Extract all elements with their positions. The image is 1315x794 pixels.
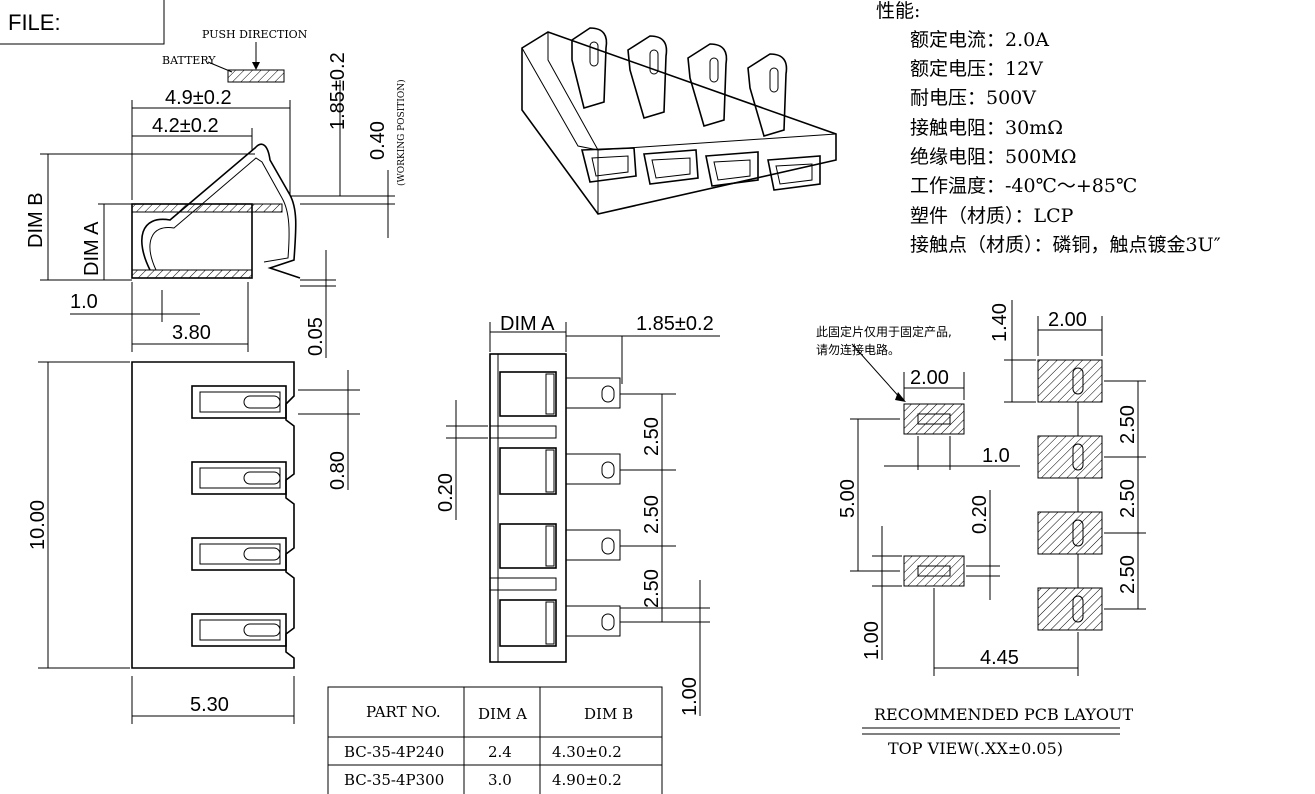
table-header: DIM B [584,705,633,723]
dim-4-9: 4.9±0.2 [165,87,232,109]
dim-0-40: 0.40 [367,121,389,160]
specifications: 性能: 额定电流：2.0A 额定电压：12V 耐电压：500V 接触电阻：30m… [876,0,1221,256]
front-cavities [489,371,557,647]
front-pitch: 2.50 [641,569,663,608]
dim-3-80: 3.80 [172,322,211,344]
front-dim-1-00: 1.00 [679,677,701,716]
table-cell: 3.0 [488,771,512,789]
side-view: BATTERY PUSH DIRECTION 4.9±0.2 4.2±0.2 1… [25,28,407,358]
spec-heading: 性能: [876,0,920,22]
pcb-dim-5-00: 5.00 [837,479,859,518]
spec-line: 接触电阻：30mΩ [910,117,1063,139]
dim-4-2: 4.2±0.2 [152,115,219,137]
dim-1-0-side: 1.0 [70,291,98,313]
spec-line: 塑件（材质）：LCP [910,205,1074,227]
dim-0-80: 0.80 [327,451,349,490]
table-header: PART NO. [366,703,441,721]
fixing-pad-top [903,403,965,435]
front-view: DIM A 1.85±0.2 0.20 2.50 2.50 2.50 1.00 [435,313,720,716]
pcb-dim-2-00-right: 2.00 [1048,309,1087,331]
file-box: FILE: [0,0,165,45]
pcb-layout: 此固定片仅用于固定产品, 请勿连接电路。 2.00 2.00 1.40 [816,300,1146,758]
battery-label: BATTERY [162,54,216,67]
iso-windows [580,147,821,191]
spec-line: 耐电压：500V [910,87,1036,109]
spec-line: 接触点（材质）：磷铜，触点镀金3U″ [910,234,1221,256]
dim-0-05: 0.05 [305,317,327,356]
dim-1-85-side: 1.85±0.2 [327,52,349,130]
pcb-dim-2-00-left: 2.00 [910,367,949,389]
table-cell: BC-35-4P300 [344,771,444,789]
dim-b-label: DIM B [25,192,47,248]
pcb-note-line2: 请勿连接电路。 [816,342,900,357]
pcb-dim-1-40: 1.40 [989,303,1011,342]
table-header: DIM A [478,705,527,723]
contact-spring [141,143,301,279]
fixing-pad-bottom [903,555,965,587]
file-label: FILE: [8,10,61,35]
pcb-pitch: 2.50 [1117,555,1139,594]
pcb-dim-1-0: 1.0 [982,445,1010,467]
spec-line: 额定电流：2.0A [910,29,1049,51]
part-table: PART NO. DIM A DIM B BC-35-4P240 2.4 4.3… [327,686,663,794]
iso-contacts [571,27,788,137]
pcb-note-line1: 此固定片仅用于固定产品, [816,324,952,339]
pcb-dim-4-45: 4.45 [980,647,1019,669]
pcb-caption: RECOMMENDED PCB LAYOUT [874,705,1134,724]
contact-pad [1037,587,1103,631]
pcb-pitch: 2.50 [1117,479,1139,518]
isometric-view [521,27,837,215]
table-cell: BC-35-4P240 [344,743,444,761]
front-dim-0-20: 0.20 [435,473,457,512]
contact-pad [1037,511,1103,555]
table-cell: 2.4 [488,743,512,761]
dim-10-00: 10.00 [27,500,49,550]
dim-5-30: 5.30 [190,694,229,716]
push-direction-label: PUSH DIRECTION [202,28,308,41]
battery-block [227,69,285,83]
pcb-pitch: 2.50 [1117,405,1139,444]
front-pins [565,377,621,637]
dim-a-label: DIM A [81,221,103,276]
top-view: 10.00 0.80 5.30 [27,361,360,724]
top-contacts [191,385,287,647]
working-position-label: (WORKING POSITION) [396,79,407,186]
front-pitch: 2.50 [641,417,663,456]
spec-line: 额定电压：12V [910,58,1043,80]
pcb-subcaption: TOP VIEW(.XX±0.05) [888,739,1063,758]
pcb-dim-0-20: 0.20 [969,495,991,534]
front-dim-1-85: 1.85±0.2 [636,313,714,335]
table-cell: 4.30±0.2 [552,743,622,761]
table-cell: 4.90±0.2 [552,771,622,789]
front-pitch: 2.50 [641,495,663,534]
spec-line: 绝缘电阻：500MΩ [910,146,1076,168]
contact-pad [1037,435,1103,479]
spec-line: 工作温度：-40℃～+85℃ [910,175,1137,197]
contact-pad [1037,359,1103,403]
front-dim-a: DIM A [500,313,555,335]
pcb-dim-1-00: 1.00 [861,621,883,660]
